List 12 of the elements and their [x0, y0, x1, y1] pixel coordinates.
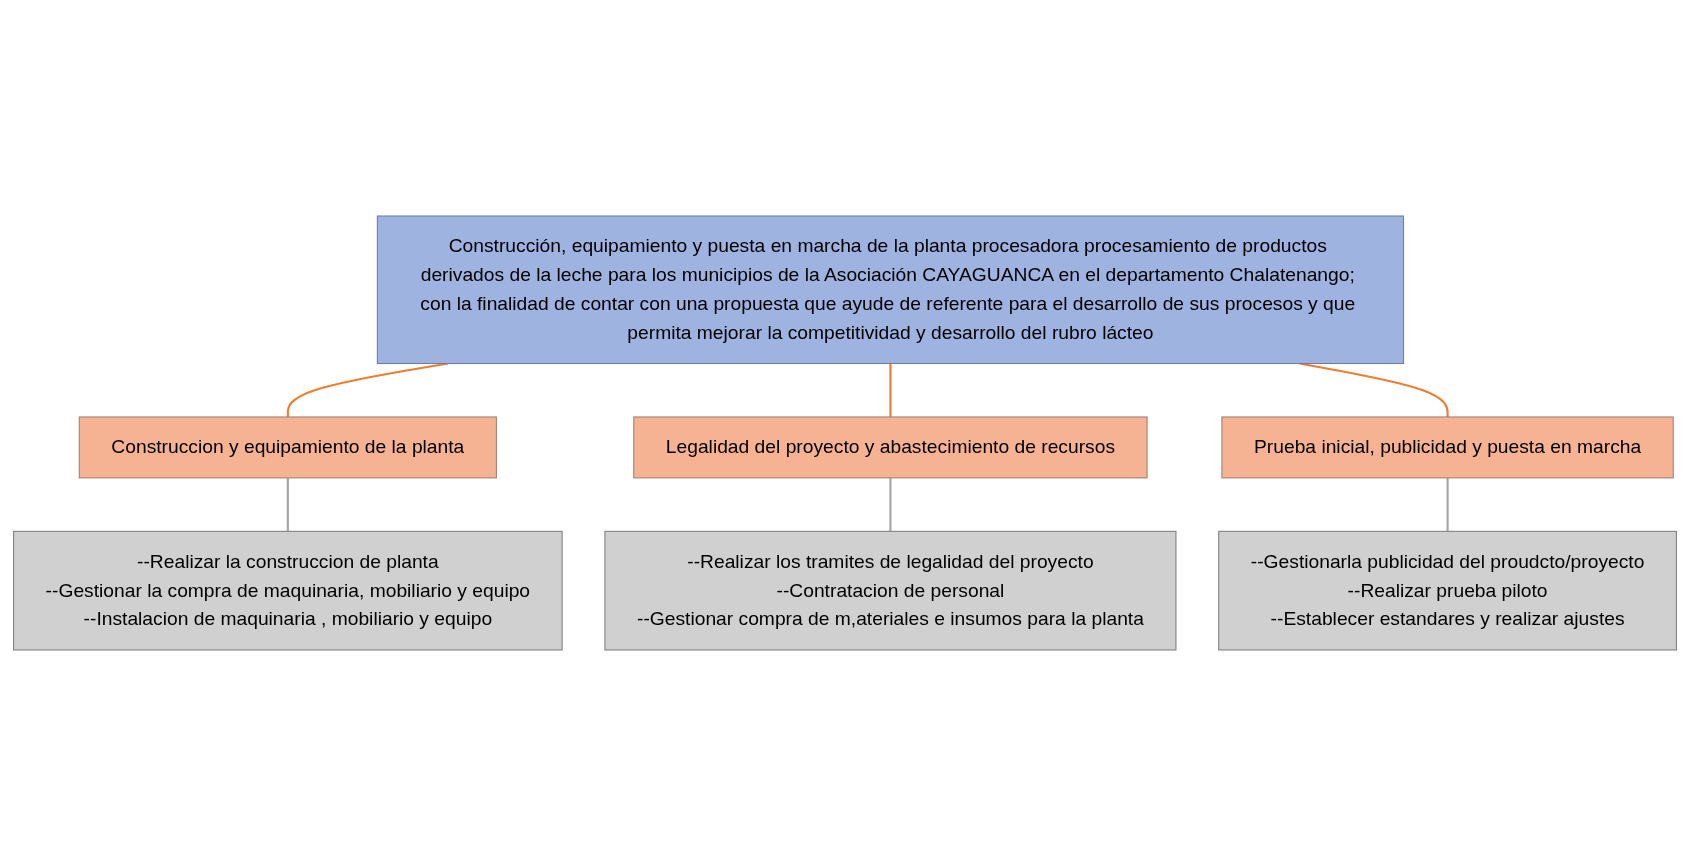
connector: [889, 477, 892, 532]
node-box: Construcción, equipamiento y puesta en marcha de la planta procesadora procesamiento de productos derivados de la leche para los municipios de la Asociación CAYAGUANCA en el departamento Chalatenango; con la finalidad de contar con una propuesta que ayude de referente para el desarrollo de sus procesos y que permita mejorar la competitividad y desarrollo del rubro lácteo: [376, 215, 1405, 365]
connector: [1446, 477, 1449, 532]
node-box: --Realizar los tramites de legalidad del proyecto --Contratacion de personal --Gestionar compra de m,ateriales e insumos para la planta: [604, 530, 1177, 651]
connector: [286, 477, 289, 532]
node-box: Legalidad del proyecto y abastecimiento de recursos: [633, 416, 1148, 479]
node-box: --Gestionarla publicidad del proudcto/proyecto --Realizar prueba piloto --Establecer estandares y realizar ajustes: [1218, 530, 1677, 651]
node-box: Construccion y equipamiento de la planta: [78, 416, 497, 479]
connector: [889, 363, 892, 417]
node-box: --Realizar la construccion de planta --Gestionar la compra de maquinaria, mobiliario y equipo --Instalacion de maquinaria , mobiliario y equipo: [13, 530, 563, 651]
connector: [1299, 362, 1449, 417]
node-box: Prueba inicial, publicidad y puesta en marcha: [1221, 416, 1674, 479]
